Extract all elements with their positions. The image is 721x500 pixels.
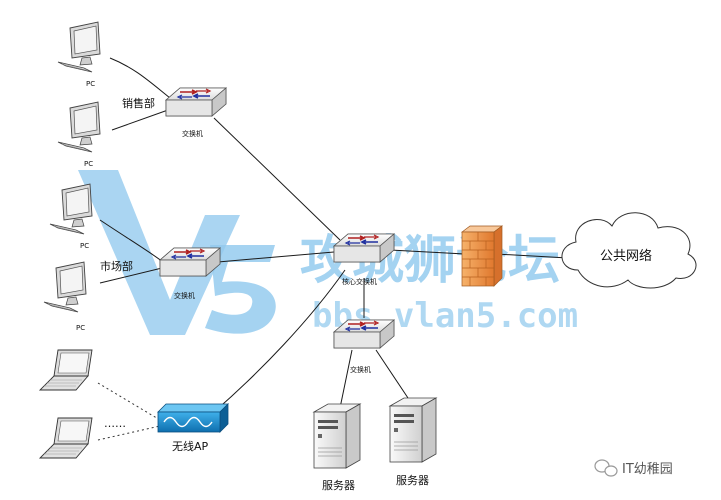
- link-sales-core: [213, 117, 341, 241]
- link-switch-server2: [375, 349, 409, 399]
- switch-market-icon: [159, 247, 221, 277]
- public-net-label: 公共网络: [600, 248, 652, 264]
- links: [99, 57, 569, 413]
- switch-server-icon: [333, 319, 395, 349]
- firewall-icon: [460, 225, 504, 287]
- switch-core-label: 核心交换机: [342, 277, 377, 286]
- pc2-label: PC: [84, 160, 93, 168]
- pc3-icon: [49, 183, 93, 235]
- wechat-badge: IT幼稚园: [594, 459, 673, 477]
- badge-text: IT幼稚园: [622, 462, 673, 477]
- link-pc2-switch-sales: [111, 109, 169, 131]
- link-ap-core: [213, 269, 346, 413]
- switch-server-label: 交换机: [350, 365, 371, 374]
- wireless-links: [97, 382, 161, 441]
- link-pc3-switch-market: [99, 219, 164, 263]
- pc3-label: PC: [80, 242, 89, 250]
- switch-sales-label: 交换机: [182, 129, 203, 138]
- link-pc1-switch-sales: [109, 57, 171, 99]
- pc4-label: PC: [76, 324, 85, 332]
- laptop-ellipsis: ……: [104, 417, 126, 430]
- wireless-ap-icon: [157, 403, 229, 433]
- link-core-firewall: [389, 249, 466, 255]
- pc4-icon: [43, 261, 87, 313]
- pc1-icon: [57, 21, 101, 73]
- link-market-core: [217, 251, 335, 263]
- pc2-icon: [57, 101, 101, 153]
- cloud-icon: [561, 212, 697, 289]
- switch-sales-icon: [165, 87, 227, 117]
- switch-core-icon: [333, 233, 395, 263]
- laptop2-icon: [39, 417, 93, 459]
- laptop1-icon: [39, 349, 93, 391]
- wireless-ap-label: 无线AP: [172, 439, 209, 453]
- link-pc4-switch-market: [99, 267, 163, 284]
- server2-label: 服务器: [396, 474, 429, 487]
- v5-logo-icon: [78, 170, 276, 335]
- sales-dept-label: 销售部: [122, 96, 155, 110]
- pc1-label: PC: [86, 80, 95, 88]
- wechat-icon: [594, 459, 618, 477]
- server1-icon: [313, 403, 361, 469]
- link-firewall-cloud: [495, 253, 569, 259]
- link-switch-server1: [339, 349, 353, 409]
- market-dept-label: 市场部: [100, 259, 133, 273]
- switch-market-label: 交换机: [174, 291, 195, 300]
- server1-label: 服务器: [322, 479, 355, 492]
- server2-icon: [389, 397, 437, 463]
